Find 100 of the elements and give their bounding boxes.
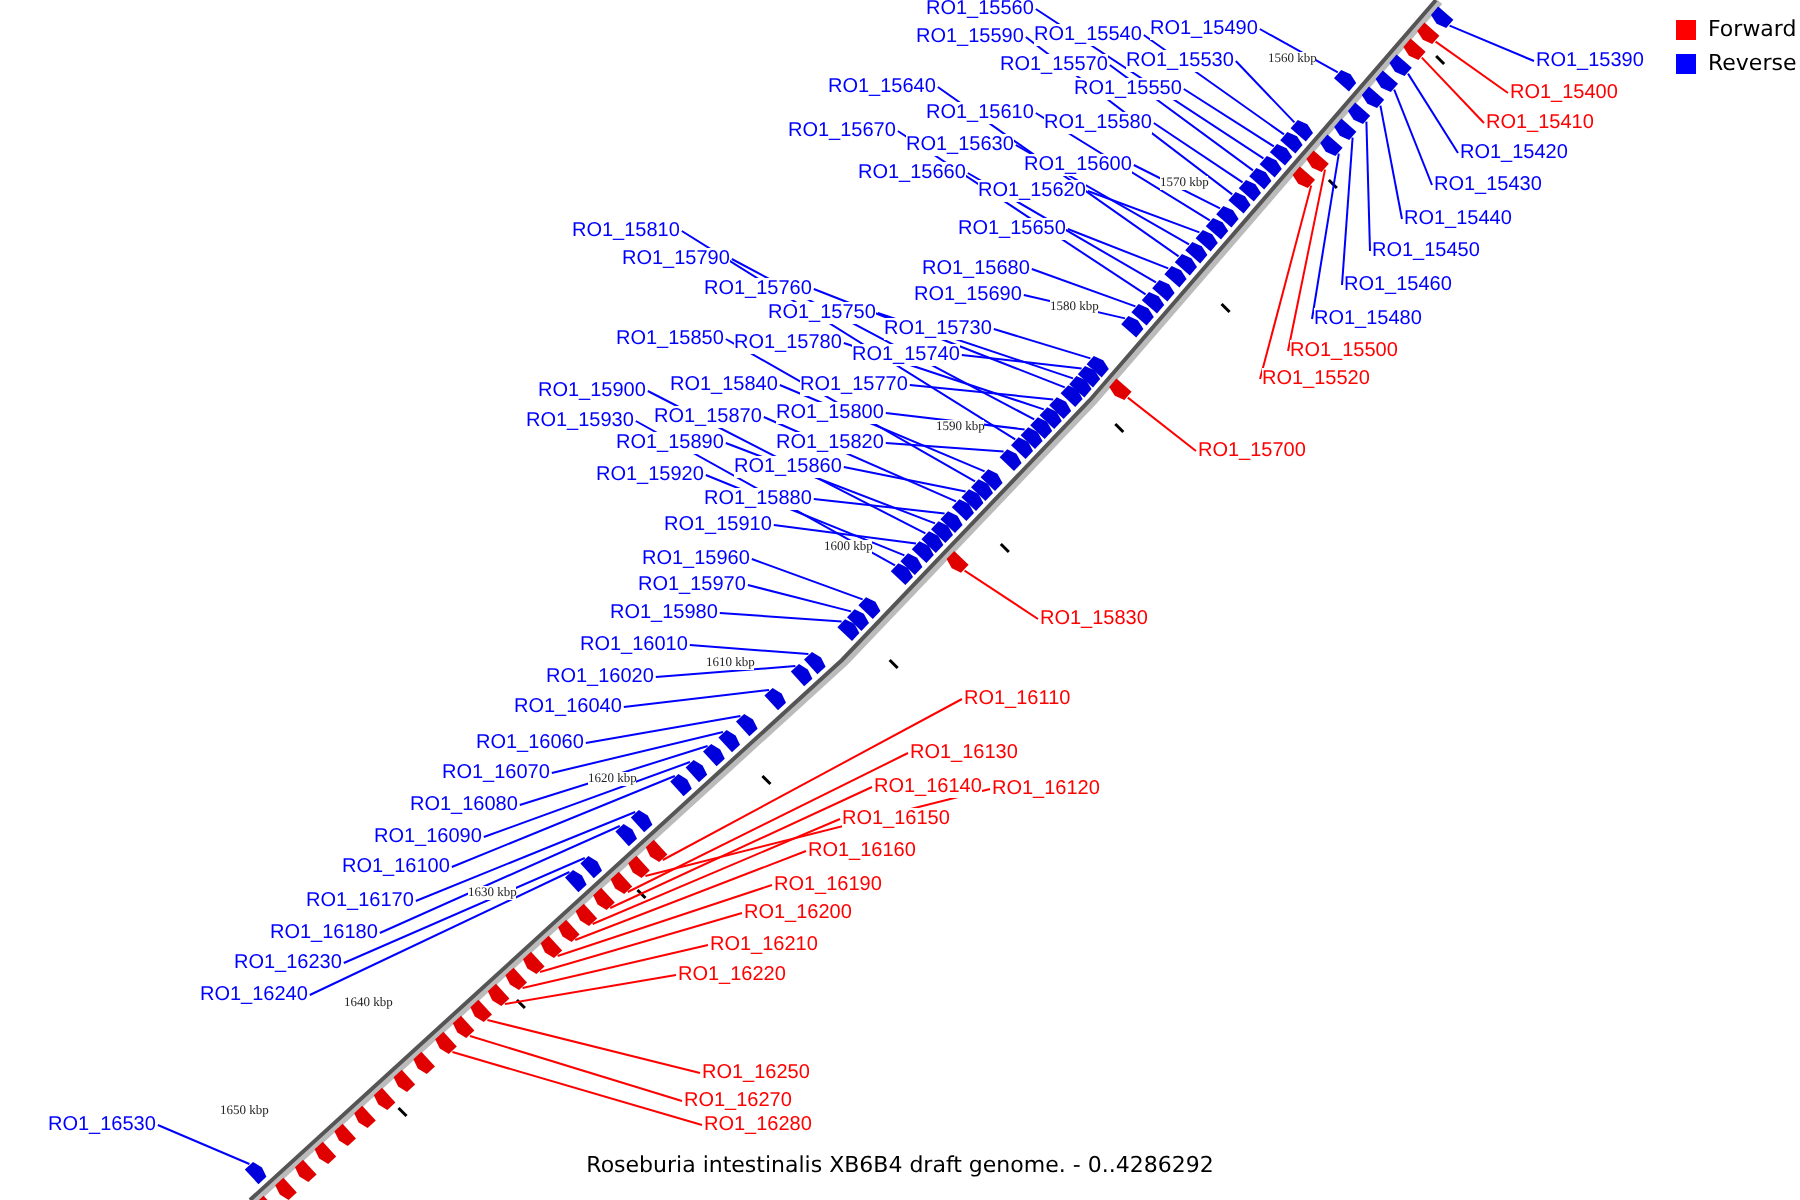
- gene-label: RO1_16220: [678, 964, 786, 986]
- gene-block: [1086, 356, 1109, 378]
- gene-label: RO1_16120: [992, 778, 1100, 800]
- gene-block: [999, 449, 1022, 471]
- gene-label: RO1_16070: [442, 762, 550, 784]
- leader-line: [556, 884, 773, 957]
- gene-block: [334, 1123, 356, 1146]
- gene-block: [946, 551, 969, 573]
- leader-line: [622, 689, 770, 708]
- gene-block: [858, 597, 881, 619]
- gene-block: [911, 541, 934, 563]
- gene-block: [295, 1159, 317, 1182]
- leader-line: [1259, 184, 1313, 380]
- gene-label: RO1_16020: [546, 666, 654, 688]
- gene-block: [505, 967, 527, 990]
- gene-label: RO1_16010: [580, 634, 688, 656]
- gene-label: RO1_15870: [654, 406, 762, 428]
- gene-block: [1121, 316, 1144, 338]
- gene-label: RO1_15830: [1040, 608, 1148, 630]
- leader-line: [591, 818, 841, 925]
- gene-label: RO1_16230: [234, 952, 342, 974]
- leader-line: [963, 569, 1039, 620]
- leader-line: [469, 1035, 683, 1102]
- gene-label: RO1_15660: [858, 162, 966, 184]
- gene-label: RO1_15960: [642, 548, 750, 570]
- gene-block: [1238, 180, 1261, 202]
- gene-label: RO1_16250: [702, 1062, 810, 1084]
- gene-label: RO1_16100: [342, 856, 450, 878]
- leader-line: [661, 698, 963, 861]
- gene-label: RO1_15760: [704, 278, 812, 300]
- gene-block: [685, 760, 708, 783]
- gene-label: RO1_16090: [374, 826, 482, 848]
- leader-line: [539, 912, 743, 973]
- gene-label: RO1_15880: [704, 488, 812, 510]
- gene-label: RO1_15480: [1314, 308, 1422, 330]
- gene-block: [1259, 156, 1282, 178]
- leader-line: [1086, 190, 1201, 234]
- gene-block: [1269, 144, 1293, 166]
- gene-block: [1375, 70, 1398, 92]
- gene-label: RO1_15730: [884, 318, 992, 340]
- gene-block: [951, 499, 974, 521]
- leader-line: [609, 786, 873, 909]
- gene-label: RO1_15620: [978, 180, 1086, 202]
- gene-label: RO1_15780: [734, 332, 842, 354]
- gene-label: RO1_16080: [410, 794, 518, 816]
- gene-label: RO1_15980: [610, 602, 718, 624]
- gene-block: [413, 1051, 435, 1074]
- gene-label: RO1_15460: [1344, 274, 1452, 296]
- gene-label: RO1_15680: [922, 258, 1030, 280]
- gene-block: [1228, 192, 1251, 214]
- gene-block: [1030, 417, 1053, 439]
- leader-line: [156, 1124, 251, 1165]
- gene-block: [470, 999, 492, 1022]
- gene-block: [961, 489, 984, 511]
- leader-line: [908, 384, 1055, 401]
- leader-line: [1152, 122, 1244, 184]
- gene-label: RO1_15970: [638, 574, 746, 596]
- gene-block: [1403, 38, 1426, 60]
- gene-block: [931, 521, 953, 543]
- gene-label: RO1_16160: [808, 840, 916, 862]
- leader-line: [750, 558, 864, 601]
- gene-block: [1020, 427, 1043, 449]
- gene-block: [452, 1015, 475, 1038]
- gene-block: [1109, 378, 1132, 400]
- gene-block: [921, 531, 944, 553]
- leader-line: [1448, 24, 1535, 62]
- gene-block: [1164, 266, 1187, 288]
- gene-block: [940, 511, 963, 533]
- gene-label: RO1_15420: [1460, 142, 1568, 164]
- leader-line: [482, 761, 691, 838]
- leader-line: [1311, 152, 1340, 320]
- gene-label: RO1_15840: [670, 374, 778, 396]
- leader-line: [414, 811, 637, 902]
- gene-label: RO1_15650: [958, 218, 1066, 240]
- leader-line: [1287, 168, 1326, 352]
- gene-block: [1060, 385, 1083, 407]
- gene-block: [837, 619, 860, 641]
- gene-block: [393, 1069, 416, 1092]
- gene-block: [1280, 132, 1303, 154]
- gene-label: RO1_15500: [1290, 340, 1398, 362]
- gene-label: RO1_15890: [616, 432, 724, 454]
- leader-line: [504, 974, 677, 1005]
- gene-label: RO1_16190: [774, 874, 882, 896]
- gene-block: [670, 774, 692, 797]
- gene-block: [1205, 218, 1229, 240]
- gene-label: RO1_15700: [1198, 440, 1306, 462]
- leader-line: [626, 752, 909, 893]
- leader-line: [308, 871, 571, 996]
- leader-line: [1407, 72, 1459, 154]
- leader-line: [992, 328, 1092, 360]
- gene-block: [890, 563, 913, 585]
- gene-block: [1290, 120, 1313, 142]
- gene-label: RO1_15590: [916, 26, 1024, 48]
- gene-label: RO1_15390: [1536, 50, 1644, 72]
- gene-label: RO1_16200: [744, 902, 852, 924]
- gene-label: RO1_15670: [788, 120, 896, 142]
- gene-label: RO1_15530: [1126, 50, 1234, 72]
- gene-label: RO1_15820: [776, 432, 884, 454]
- gene-label: RO1_16280: [704, 1114, 812, 1136]
- gene-block: [1249, 168, 1272, 190]
